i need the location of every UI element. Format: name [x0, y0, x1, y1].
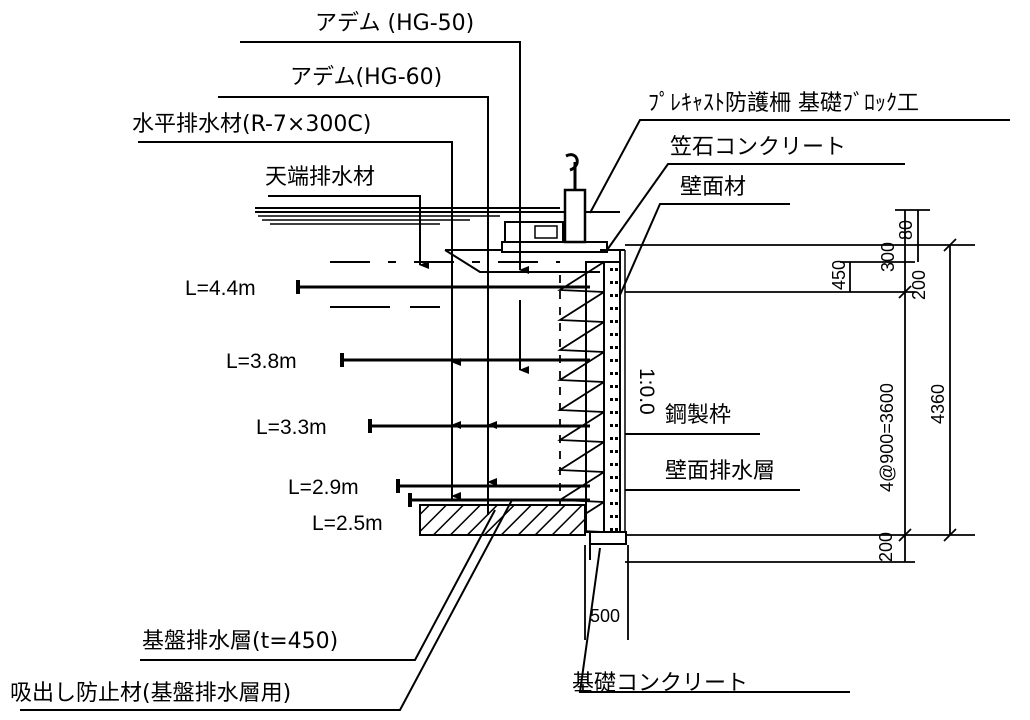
label-foundation-concrete: 基礎コンクリート [572, 671, 748, 696]
frame-dot [615, 424, 618, 427]
frame-dot [615, 463, 618, 466]
frame-dot [610, 346, 613, 349]
length-l38: L=3.8m [226, 350, 297, 373]
dim-200-bottom: 200 [876, 532, 896, 562]
frame-dot [615, 359, 618, 362]
frame-dot [610, 424, 613, 427]
label-steel-frame: 鋼製枠 [665, 403, 731, 428]
frame-dot [610, 398, 613, 401]
label-suction-prevention: 吸出し防止材(基盤排水層用) [10, 681, 291, 706]
dim-200-top: 200 [909, 270, 929, 300]
label-precast-fence: ﾌﾟﾚｷｬｽﾄ防護柵 基礎ﾌﾞﾛｯｸ工 [648, 91, 919, 116]
frame-dot [615, 489, 618, 492]
label-horizontal-drain: 水平排水材(R-7×300C) [132, 112, 371, 137]
length-l33: L=3.3m [256, 416, 327, 439]
frame-dot [615, 294, 618, 297]
frame-dot [610, 268, 613, 271]
wall-panels [557, 261, 607, 533]
frame-dot [615, 346, 618, 349]
frame-dot [615, 502, 618, 505]
frame-dot [610, 476, 613, 479]
frame-dot [610, 320, 613, 323]
base-drain-layer [419, 504, 586, 536]
frame-dot [610, 489, 613, 492]
dim-300: 300 [878, 242, 898, 272]
frame-dot [610, 515, 613, 518]
frame-dot [610, 333, 613, 336]
frame-dot [615, 411, 618, 414]
frame-dot [610, 372, 613, 375]
steel-frame-column [603, 250, 626, 540]
frame-dot [610, 437, 613, 440]
frame-dot [615, 333, 618, 336]
label-base-drain-layer: 基盤排水層(t=450) [142, 629, 338, 654]
length-l25: L=2.5m [312, 512, 383, 535]
leader-lines [20, 41, 1010, 711]
dim-450: 450 [829, 260, 849, 290]
frame-dot [615, 450, 618, 453]
dim-500: 500 [590, 606, 620, 626]
frame-dot [615, 476, 618, 479]
length-l44: L=4.4m [185, 277, 256, 300]
reinforcement-ticks [296, 280, 412, 507]
frame-dot [615, 398, 618, 401]
frame-dot [610, 359, 613, 362]
frame-dot [610, 307, 613, 310]
frame-dot [610, 502, 613, 505]
dim-spacing: 4@900=3600 [877, 383, 897, 492]
foundation-concrete [589, 531, 627, 560]
frame-dot [615, 281, 618, 284]
frame-dot [610, 294, 613, 297]
dim-total: 4360 [928, 384, 948, 424]
frame-dot [615, 268, 618, 271]
frame-dot [615, 437, 618, 440]
reinforcement-lines [298, 285, 590, 502]
frame-dot [610, 450, 613, 453]
label-adem-hg60: アデム(HG-60) [290, 65, 442, 90]
label-wall-material: 壁面材 [680, 175, 746, 200]
label-adem-hg50: アデム (HG-50) [315, 11, 474, 36]
dim-80: 80 [896, 220, 916, 240]
frame-dot [615, 515, 618, 518]
frame-dot [610, 411, 613, 414]
frame-dot [610, 463, 613, 466]
label-wall-drain-layer: 壁面排水層 [665, 459, 775, 484]
frame-dot [615, 320, 618, 323]
length-l29: L=2.9m [288, 476, 359, 499]
frame-dot [615, 385, 618, 388]
frame-dot [610, 528, 613, 531]
frame-dot [615, 528, 618, 531]
label-coping-concrete: 笠石コンクリート [670, 135, 846, 160]
frame-dot [610, 385, 613, 388]
label-crest-drain: 天端排水材 [265, 165, 375, 190]
frame-dot [610, 281, 613, 284]
frame-dot [615, 307, 618, 310]
slope-label: 1:0.0 [635, 368, 658, 415]
dimension-lines [584, 209, 975, 640]
frame-dot [615, 372, 618, 375]
